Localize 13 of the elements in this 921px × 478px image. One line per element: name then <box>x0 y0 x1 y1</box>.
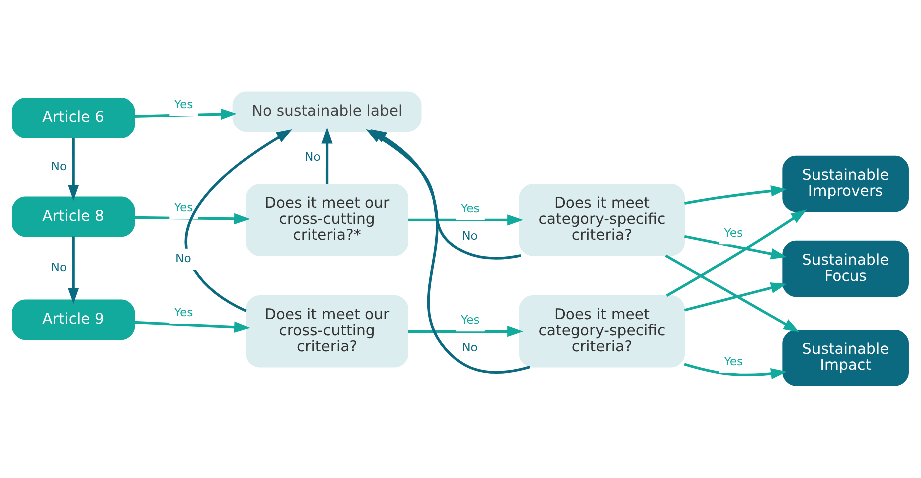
edge-label: Yes <box>461 312 480 327</box>
edge-label: No <box>51 260 68 274</box>
edge-label: No <box>175 251 192 266</box>
edge-label: No <box>462 229 478 244</box>
edge-label: No <box>51 160 68 174</box>
edge-label: No <box>462 340 478 355</box>
edge-label: Yes <box>724 354 744 368</box>
edge-label: Yes <box>461 202 480 216</box>
edge-label: No <box>304 150 321 164</box>
edge-label: Yes <box>174 97 194 112</box>
edge-label: Yes <box>174 306 194 320</box>
edge-label: Yes <box>724 226 744 240</box>
edge-label: Yes <box>174 200 194 214</box>
